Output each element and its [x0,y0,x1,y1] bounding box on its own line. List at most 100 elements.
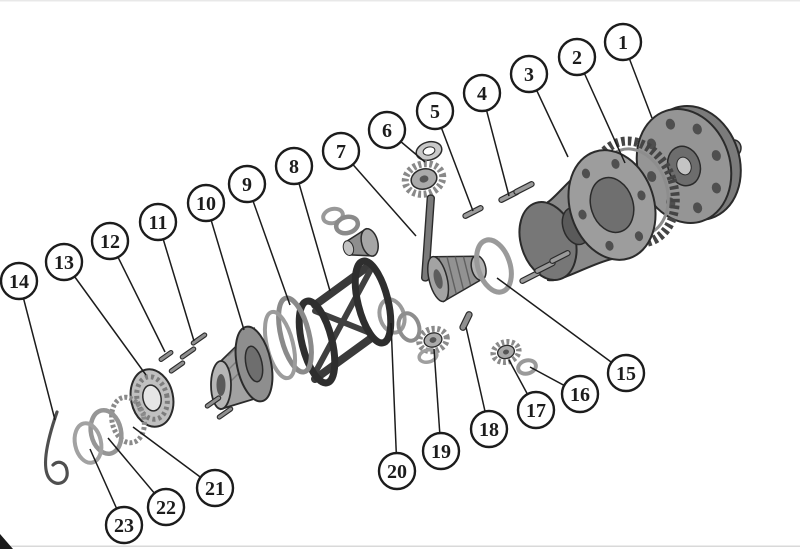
callout-number-7: 7 [336,141,346,163]
leader-line-13 [63,261,147,376]
callout-12: 12 [90,221,166,353]
leader-line-12 [109,240,166,353]
callout-number-23: 23 [114,515,134,537]
callout-balloon-9 [227,164,267,204]
callout-11: 11 [138,202,195,342]
callout-9: 9 [227,164,291,306]
callout-22: 22 [107,437,186,527]
part-washer-small [417,348,439,364]
leader-line-15 [496,277,627,374]
callout-balloon-19 [421,431,461,471]
part-4-5-cross-pins [462,181,571,284]
part-washer-stack-center [377,297,422,343]
callout-number-6: 6 [382,120,392,142]
part-10-splined-hub [210,325,274,411]
leader-line-9 [246,183,291,306]
callout-number-9: 9 [242,174,252,196]
callout-balloon-4 [462,73,502,113]
callout-number-16: 16 [570,384,590,406]
leader-line-10 [205,202,245,331]
callout-23: 23 [89,448,144,545]
callout-5: 5 [415,91,474,212]
callout-4: 4 [462,73,510,197]
callout-balloon-17 [516,390,556,430]
callout-number-20: 20 [387,461,407,483]
part-6-pinion-gear [401,140,447,198]
callout-balloon-13 [44,242,84,282]
part-side-gear-left [342,227,379,257]
callout-number-12: 12 [100,231,120,253]
callout-19: 19 [421,348,461,471]
callout-balloon-15 [606,353,646,393]
callout-number-3: 3 [524,64,534,86]
callout-number-15: 15 [616,363,636,385]
callout-balloon-2 [557,37,597,77]
callout-15: 15 [496,277,646,393]
callout-balloon-3 [509,54,549,94]
callout-number-2: 2 [572,47,582,69]
callout-number-18: 18 [479,419,499,441]
callout-1: 1 [603,22,653,119]
callout-balloon-7 [321,131,361,171]
part-13-bearing [129,368,175,428]
callout-number-17: 17 [526,400,546,422]
callout-number-21: 21 [205,478,225,500]
part-19-side-gear [416,325,450,355]
callout-14: 14 [0,261,56,421]
callout-number-4: 4 [477,83,487,105]
callout-balloon-6 [367,110,407,150]
callout-balloon-20 [377,451,417,491]
top-edge-line [0,0,800,2]
callout-2: 2 [557,37,626,164]
callout-6: 6 [367,110,426,163]
callout-number-14: 14 [9,271,29,293]
callout-balloon-23 [104,505,144,545]
callout-7: 7 [321,131,417,237]
callout-number-13: 13 [54,252,74,274]
part-17-small-gear [490,339,522,365]
leader-line-2 [576,56,626,164]
callout-balloon-1 [603,22,643,62]
part-3-differential-case [518,149,657,282]
part-14-snap-wire [43,410,69,485]
callout-balloon-5 [415,91,455,131]
callout-16: 16 [529,366,600,414]
callout-10: 10 [186,183,245,331]
bottom-edge-line [0,545,800,547]
callout-balloon-12 [90,221,130,261]
callout-number-22: 22 [156,497,176,519]
callout-balloon-21 [195,468,235,508]
callout-number-5: 5 [430,101,440,123]
callout-number-19: 19 [431,441,451,463]
leader-line-20 [390,322,398,472]
exploded-assembly-drawing [43,104,742,485]
callout-number-11: 11 [149,212,168,234]
leader-line-11 [157,221,195,342]
callout-balloon-10 [186,183,226,223]
callout-balloon-8 [274,146,314,186]
callout-8: 8 [274,146,331,292]
callout-3: 3 [509,54,569,158]
part-11-12-bolts [158,332,234,420]
callout-17: 17 [508,359,556,430]
part-18-pin [459,311,473,331]
part-15-ring [474,237,514,295]
leader-line-14 [18,280,56,421]
corner-mark [0,534,13,549]
callout-number-1: 1 [618,32,628,54]
part-1-drive-flange [635,104,742,224]
callout-number-10: 10 [196,193,216,215]
callout-balloon-16 [560,374,600,414]
callout-balloon-11 [138,202,178,242]
callout-20: 20 [377,322,417,491]
part-21-22-23-rings [72,394,147,465]
part-thrust-washers-left [321,206,361,236]
callout-13: 13 [44,242,147,376]
callout-18: 18 [465,326,509,449]
callout-21: 21 [132,426,235,508]
part-16-washer [516,358,538,376]
callout-balloon-18 [469,409,509,449]
